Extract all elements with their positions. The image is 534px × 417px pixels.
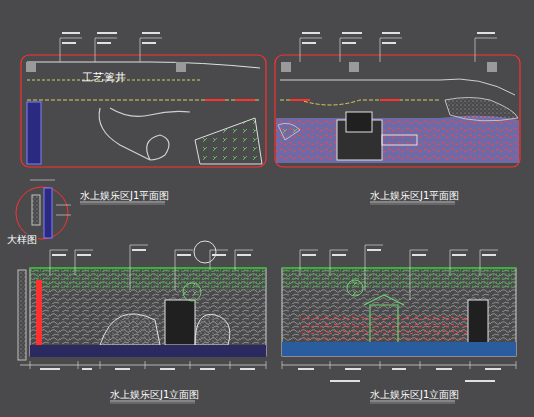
drawing-title: 水上娱乐区J1平面图 xyxy=(370,190,459,201)
panel-label: 工艺篱井 xyxy=(82,72,126,84)
drawing-title: 水上娱乐区J1立面图 xyxy=(110,389,199,400)
plan-panel: 工艺篱井 xyxy=(21,55,266,167)
drawing-title: 大样图 xyxy=(6,234,38,245)
drawing-title: 水上娱乐区J1平面图 xyxy=(80,190,169,201)
drawing-title: 水上娱乐区J1立面图 xyxy=(370,389,459,400)
